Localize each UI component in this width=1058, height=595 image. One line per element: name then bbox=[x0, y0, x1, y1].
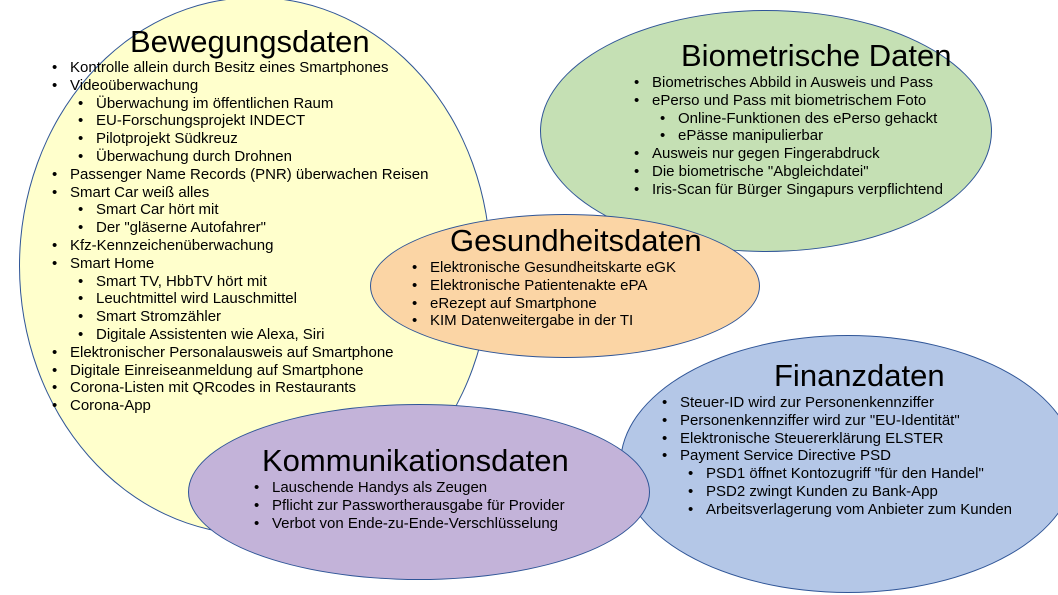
list-item: Elektronische Gesundheitskarte eGK bbox=[406, 259, 702, 277]
list-item: Corona-Listen mit QRcodes in Restaurants bbox=[46, 379, 429, 397]
list-item: Kontrolle allein durch Besitz eines Smar… bbox=[46, 59, 429, 77]
list-item: Smart Car weiß alles bbox=[46, 184, 429, 202]
sub-list-item: PSD2 zwingt Kunden zu Bank-App bbox=[656, 483, 1012, 501]
kommunikation-list: Lauschende Handys als ZeugenPflicht zur … bbox=[248, 479, 569, 532]
list-item: Videoüberwachung bbox=[46, 77, 429, 95]
list-item: Corona-App bbox=[46, 397, 429, 415]
biometrie-list: Biometrisches Abbild in Ausweis und Pass… bbox=[628, 74, 952, 199]
kommunikation-section: Kommunikationsdaten Lauschende Handys al… bbox=[248, 445, 569, 532]
list-item: Elektronischer Personalausweis auf Smart… bbox=[46, 344, 429, 362]
list-item: Passenger Name Records (PNR) überwachen … bbox=[46, 166, 429, 184]
bewegung-title: Bewegungsdaten bbox=[130, 24, 370, 59]
list-item: Die biometrische "Abgleichdatei" bbox=[628, 163, 952, 181]
sub-list-item: ePässe manipulierbar bbox=[628, 127, 952, 145]
sub-list-item: Smart Car hört mit bbox=[46, 201, 429, 219]
gesundheit-section: Gesundheitsdaten Elektronische Gesundhei… bbox=[406, 225, 702, 330]
sub-list-item: Pilotprojekt Südkreuz bbox=[46, 130, 429, 148]
sub-list-item: Überwachung im öffentlichen Raum bbox=[46, 95, 429, 113]
sub-list-item: Arbeitsverlagerung vom Anbieter zum Kund… bbox=[656, 501, 1012, 519]
kommunikation-title: Kommunikationsdaten bbox=[262, 443, 569, 478]
list-item: Personenkennziffer wird zur "EU-Identitä… bbox=[656, 412, 1012, 430]
list-item: Iris-Scan für Bürger Singapurs verpflich… bbox=[628, 181, 952, 199]
sub-list-item: Online-Funktionen des ePerso gehackt bbox=[628, 110, 952, 128]
sub-list-item: PSD1 öffnet Kontozugriff "für den Handel… bbox=[656, 465, 1012, 483]
sub-list-item: Digitale Assistenten wie Alexa, Siri bbox=[46, 326, 429, 344]
sub-list-item: Smart TV, HbbTV hört mit bbox=[46, 273, 429, 291]
finanz-title: Finanzdaten bbox=[774, 358, 945, 393]
list-item: ePerso und Pass mit biometrischem Foto bbox=[628, 92, 952, 110]
list-item: Kfz-Kennzeichenüberwachung bbox=[46, 237, 429, 255]
list-item: Elektronische Steuererklärung ELSTER bbox=[656, 430, 1012, 448]
list-item: Elektronische Patientenakte ePA bbox=[406, 277, 702, 295]
gesundheit-list: Elektronische Gesundheitskarte eGKElektr… bbox=[406, 259, 702, 330]
sub-list-item: Der "gläserne Autofahrer" bbox=[46, 219, 429, 237]
list-item: Steuer-ID wird zur Personenkennziffer bbox=[656, 394, 1012, 412]
list-item: Smart Home bbox=[46, 255, 429, 273]
list-item: Payment Service Directive PSD bbox=[656, 447, 1012, 465]
bewegung-section: Bewegungsdaten Kontrolle allein durch Be… bbox=[46, 26, 429, 415]
bewegung-list: Kontrolle allein durch Besitz eines Smar… bbox=[46, 59, 429, 415]
biometrie-section: Biometrische Daten Biometrisches Abbild … bbox=[628, 40, 952, 199]
finanz-section: Finanzdaten Steuer-ID wird zur Personenk… bbox=[656, 360, 1012, 519]
gesundheit-title: Gesundheitsdaten bbox=[450, 223, 702, 258]
sub-list-item: Überwachung durch Drohnen bbox=[46, 148, 429, 166]
list-item: Digitale Einreiseanmeldung auf Smartphon… bbox=[46, 362, 429, 380]
list-item: Pflicht zur Passwortherausgabe für Provi… bbox=[248, 497, 569, 515]
finanz-list: Steuer-ID wird zur PersonenkennzifferPer… bbox=[656, 394, 1012, 519]
list-item: Biometrisches Abbild in Ausweis und Pass bbox=[628, 74, 952, 92]
list-item: eRezept auf Smartphone bbox=[406, 295, 702, 313]
list-item: Verbot von Ende-zu-Ende-Verschlüsselung bbox=[248, 515, 569, 533]
sub-list-item: Smart Stromzähler bbox=[46, 308, 429, 326]
biometrie-title: Biometrische Daten bbox=[681, 38, 952, 73]
list-item: Lauschende Handys als Zeugen bbox=[248, 479, 569, 497]
sub-list-item: Leuchtmittel wird Lauschmittel bbox=[46, 290, 429, 308]
list-item: Ausweis nur gegen Fingerabdruck bbox=[628, 145, 952, 163]
list-item: KIM Datenweitergabe in der TI bbox=[406, 312, 702, 330]
sub-list-item: EU-Forschungsprojekt INDECT bbox=[46, 112, 429, 130]
